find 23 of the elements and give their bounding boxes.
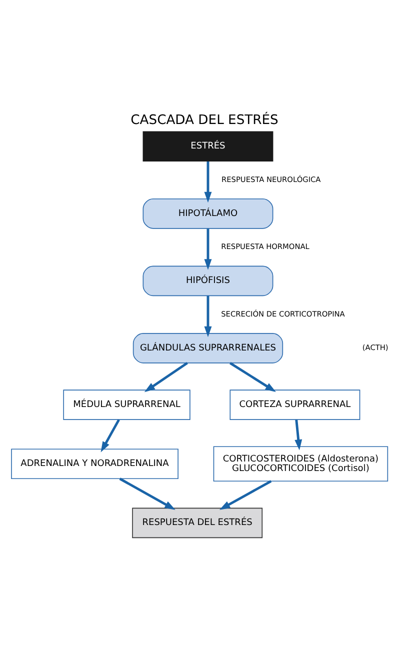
arrow (230, 362, 276, 392)
diagram-title: CASCADA DEL ESTRÉS (130, 113, 278, 128)
arrow (219, 480, 272, 510)
arrow (204, 296, 212, 338)
node-box: ESTRÉS (142, 131, 274, 162)
arrow (204, 161, 212, 203)
node-box: ADRENALINA Y NORADRENALINA (11, 448, 178, 480)
node-box: CORTEZA SUPRARRENAL (230, 390, 360, 420)
arrow (100, 419, 120, 452)
edge-label: SECRECIÓN DE CORTICOTROPINA (221, 309, 345, 318)
edge-label: RESPUESTA HORMONAL (221, 242, 310, 252)
label: (ACTH) (362, 343, 388, 352)
edge-label: RESPUESTA NEUROLÓGICA (222, 174, 321, 184)
node-box: RESPUESTA DEL ESTRÉS (132, 508, 263, 538)
arrow (144, 362, 188, 392)
node-box: HIPOTÁLAMO (142, 198, 274, 229)
arrow (294, 420, 302, 450)
arrow (119, 478, 176, 510)
node-box: GLÁNDULAS SUPRARRENALES (132, 333, 284, 364)
node-box: HIPÓFISIS (142, 266, 274, 296)
node-box: MÉDULA SUPRARRENAL (63, 390, 190, 420)
node-box: CORTICOSTEROIDES (Aldosterona) GLUCOCORTICOIDES (Cortisol) (213, 446, 388, 482)
arrow (204, 228, 212, 270)
